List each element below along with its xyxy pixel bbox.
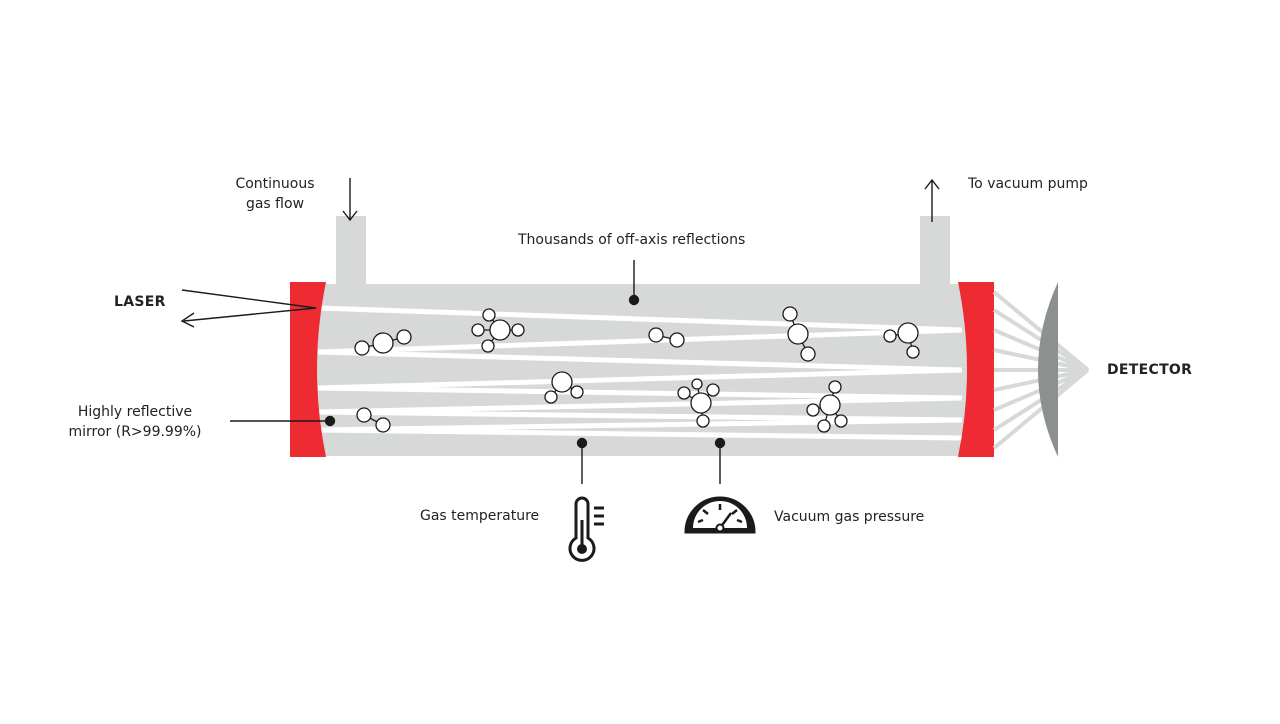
right-mirror: [958, 282, 994, 457]
mirror-label: Highly reflective mirror (R>99.99%): [60, 402, 210, 442]
molecule-icon: [544, 371, 584, 404]
molecule-icon: [648, 327, 685, 348]
gas-inlet-pipe: [336, 216, 366, 288]
gas-inlet-label: Continuous gas flow: [220, 174, 330, 214]
molecule-icon: [356, 407, 391, 433]
molecule-icon: [806, 380, 848, 433]
molecule-icon: [883, 322, 920, 359]
reflections-label: Thousands of off-axis reflections: [518, 232, 746, 248]
gas-temperature-label: Gas temperature: [420, 508, 540, 524]
gas-inlet-label-line1: Continuous: [235, 176, 315, 192]
pressure-gauge-icon: [684, 496, 756, 534]
callout-pointers: [230, 260, 726, 484]
molecule-icon: [471, 308, 525, 353]
detector-label: DETECTOR: [1107, 362, 1193, 378]
molecule-icon: [782, 306, 816, 362]
thermometer-icon: [568, 496, 604, 562]
molecule-icon: [677, 378, 720, 428]
beam-reflections: [317, 305, 963, 441]
mirror-label-line1: Highly reflective: [77, 404, 193, 420]
detector-lens: [1038, 282, 1058, 457]
gas-outlet-pipe: [920, 216, 950, 288]
gas-inlet-arrow: [342, 178, 358, 222]
left-mirror: [290, 282, 326, 457]
vacuum-outlet-arrow: [924, 178, 940, 222]
laser-label: LASER: [114, 294, 166, 310]
mirror-label-line2: mirror (R>99.99%): [68, 424, 202, 440]
vacuum-gas-pressure-label: Vacuum gas pressure: [774, 509, 925, 525]
vacuum-pump-label: To vacuum pump: [968, 176, 1088, 192]
gas-inlet-label-line2: gas flow: [245, 196, 305, 212]
laser-beam-arrows: [180, 289, 317, 328]
molecule-icon: [354, 329, 412, 356]
